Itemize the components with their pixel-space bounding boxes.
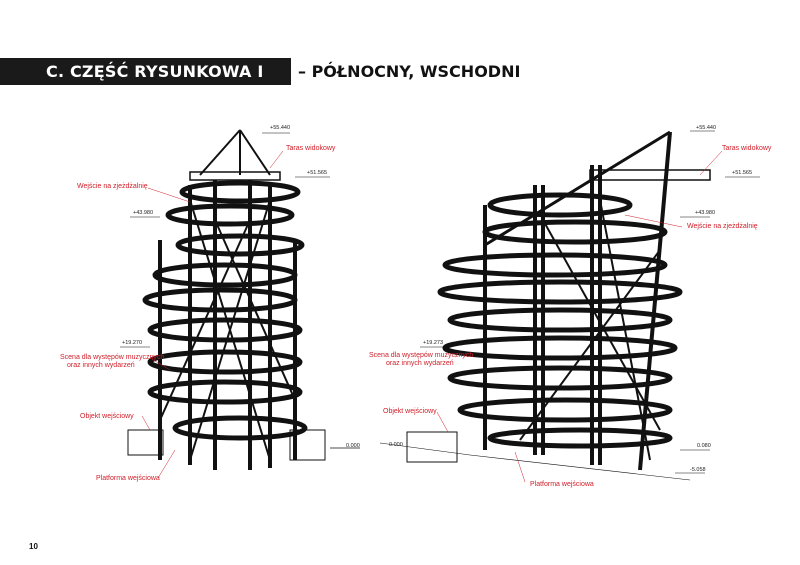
label-slide-entry-right: Wejście na zjeżdżalnię (687, 223, 758, 230)
label-slide-entry-left: Wejście na zjeżdżalnię (77, 183, 148, 190)
label-stage2-right: oraz innych wydarzeń (386, 360, 454, 367)
leader-lines (141, 150, 723, 483)
label-entry-building-right: Objekt wejściowy (383, 408, 437, 415)
section-title: C. CZĘŚĆ RYSUNKOWA I GRAFICZNA (0, 58, 291, 108)
label-terrace-left: Taras widokowy (286, 145, 336, 152)
level-top-left: +55.440 (270, 125, 291, 131)
level-stage-right: +19.273 (423, 340, 444, 346)
section-subtitle: – PÓŁNOCNY, WSCHODNI (298, 62, 521, 81)
label-entry-platform-left: Platforma wejściowa (96, 475, 160, 482)
label-terrace-right: Taras widokowy (722, 145, 772, 152)
level-stage-left: +19.270 (122, 340, 143, 346)
level-ground-right: 0.080 (697, 443, 711, 449)
label-stage-right: Scena dla występów muzycznych (369, 352, 474, 359)
label-stage-left: Scena dla występów muzycznych (60, 354, 165, 361)
page-number: 10 (29, 542, 38, 551)
level-slide-left: +43.980 (133, 210, 154, 216)
level-top-right: +55.440 (696, 125, 717, 131)
label-entry-platform-right: Platforma wejściowa (530, 481, 594, 488)
level-ground-left-right: 0.000 (389, 442, 403, 448)
level-ground-left: 0.000 (346, 443, 360, 449)
label-stage2-left: oraz innych wydarzeń (67, 362, 135, 369)
right-tower-drawing (379, 130, 760, 481)
left-tower-drawing (120, 129, 360, 470)
level-base-right: -5.058 (690, 467, 706, 473)
level-terrace-left: +51.565 (307, 170, 328, 176)
level-terrace-right: +51.565 (732, 170, 753, 176)
level-slide-right: +43.980 (695, 210, 716, 216)
label-entry-building-left: Objekt wejściowy (80, 413, 134, 420)
